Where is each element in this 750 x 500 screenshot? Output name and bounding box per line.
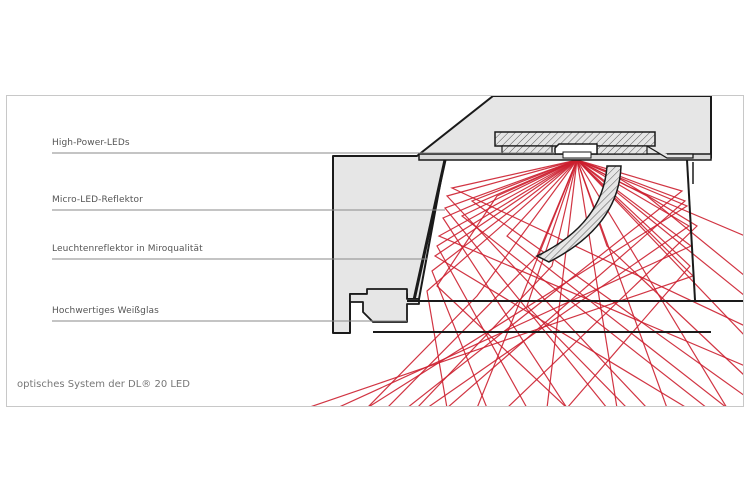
label-white-glass: Hochwertiges Weißglas [52, 306, 159, 316]
light-ray [433, 159, 685, 406]
luminaire-reflector-left [412, 159, 447, 301]
diagram-caption: optisches System der DL® 20 LED [17, 379, 190, 390]
light-ray [437, 159, 743, 366]
light-ray [506, 159, 726, 406]
led-board [501, 145, 553, 155]
label-high-power-leds: High-Power-LEDs [52, 138, 130, 148]
light-ray [460, 159, 706, 406]
optical-system-drawing [52, 96, 743, 406]
light-ray [526, 159, 626, 406]
led-carrier [596, 145, 648, 155]
light-ray [508, 159, 698, 406]
light-ray [546, 159, 578, 406]
led-heat-sink-clip [646, 145, 694, 159]
diagram-frame: High-Power-LEDs Micro-LED-Reflektor Leuc… [6, 95, 744, 407]
micro-led-reflector [535, 165, 622, 263]
light-ray [576, 159, 618, 406]
light-ray [426, 159, 578, 406]
label-luminaire-reflector: Leuchtenreflektor in Miroqualität [52, 244, 203, 254]
leader-lines [52, 152, 555, 322]
light-ray [450, 159, 743, 326]
light-ray [436, 159, 578, 406]
led-chip [562, 151, 592, 159]
label-micro-led-reflector: Micro-LED-Reflektor [52, 195, 143, 205]
light-ray [431, 159, 578, 406]
light-ray [418, 159, 578, 406]
luminaire-reflector-right [686, 159, 696, 301]
light-ray [368, 159, 578, 406]
light-ray [436, 159, 578, 406]
light-ray [442, 159, 578, 406]
light-ray [444, 159, 607, 406]
glass-clamp [349, 288, 420, 323]
light-rays [310, 159, 743, 406]
